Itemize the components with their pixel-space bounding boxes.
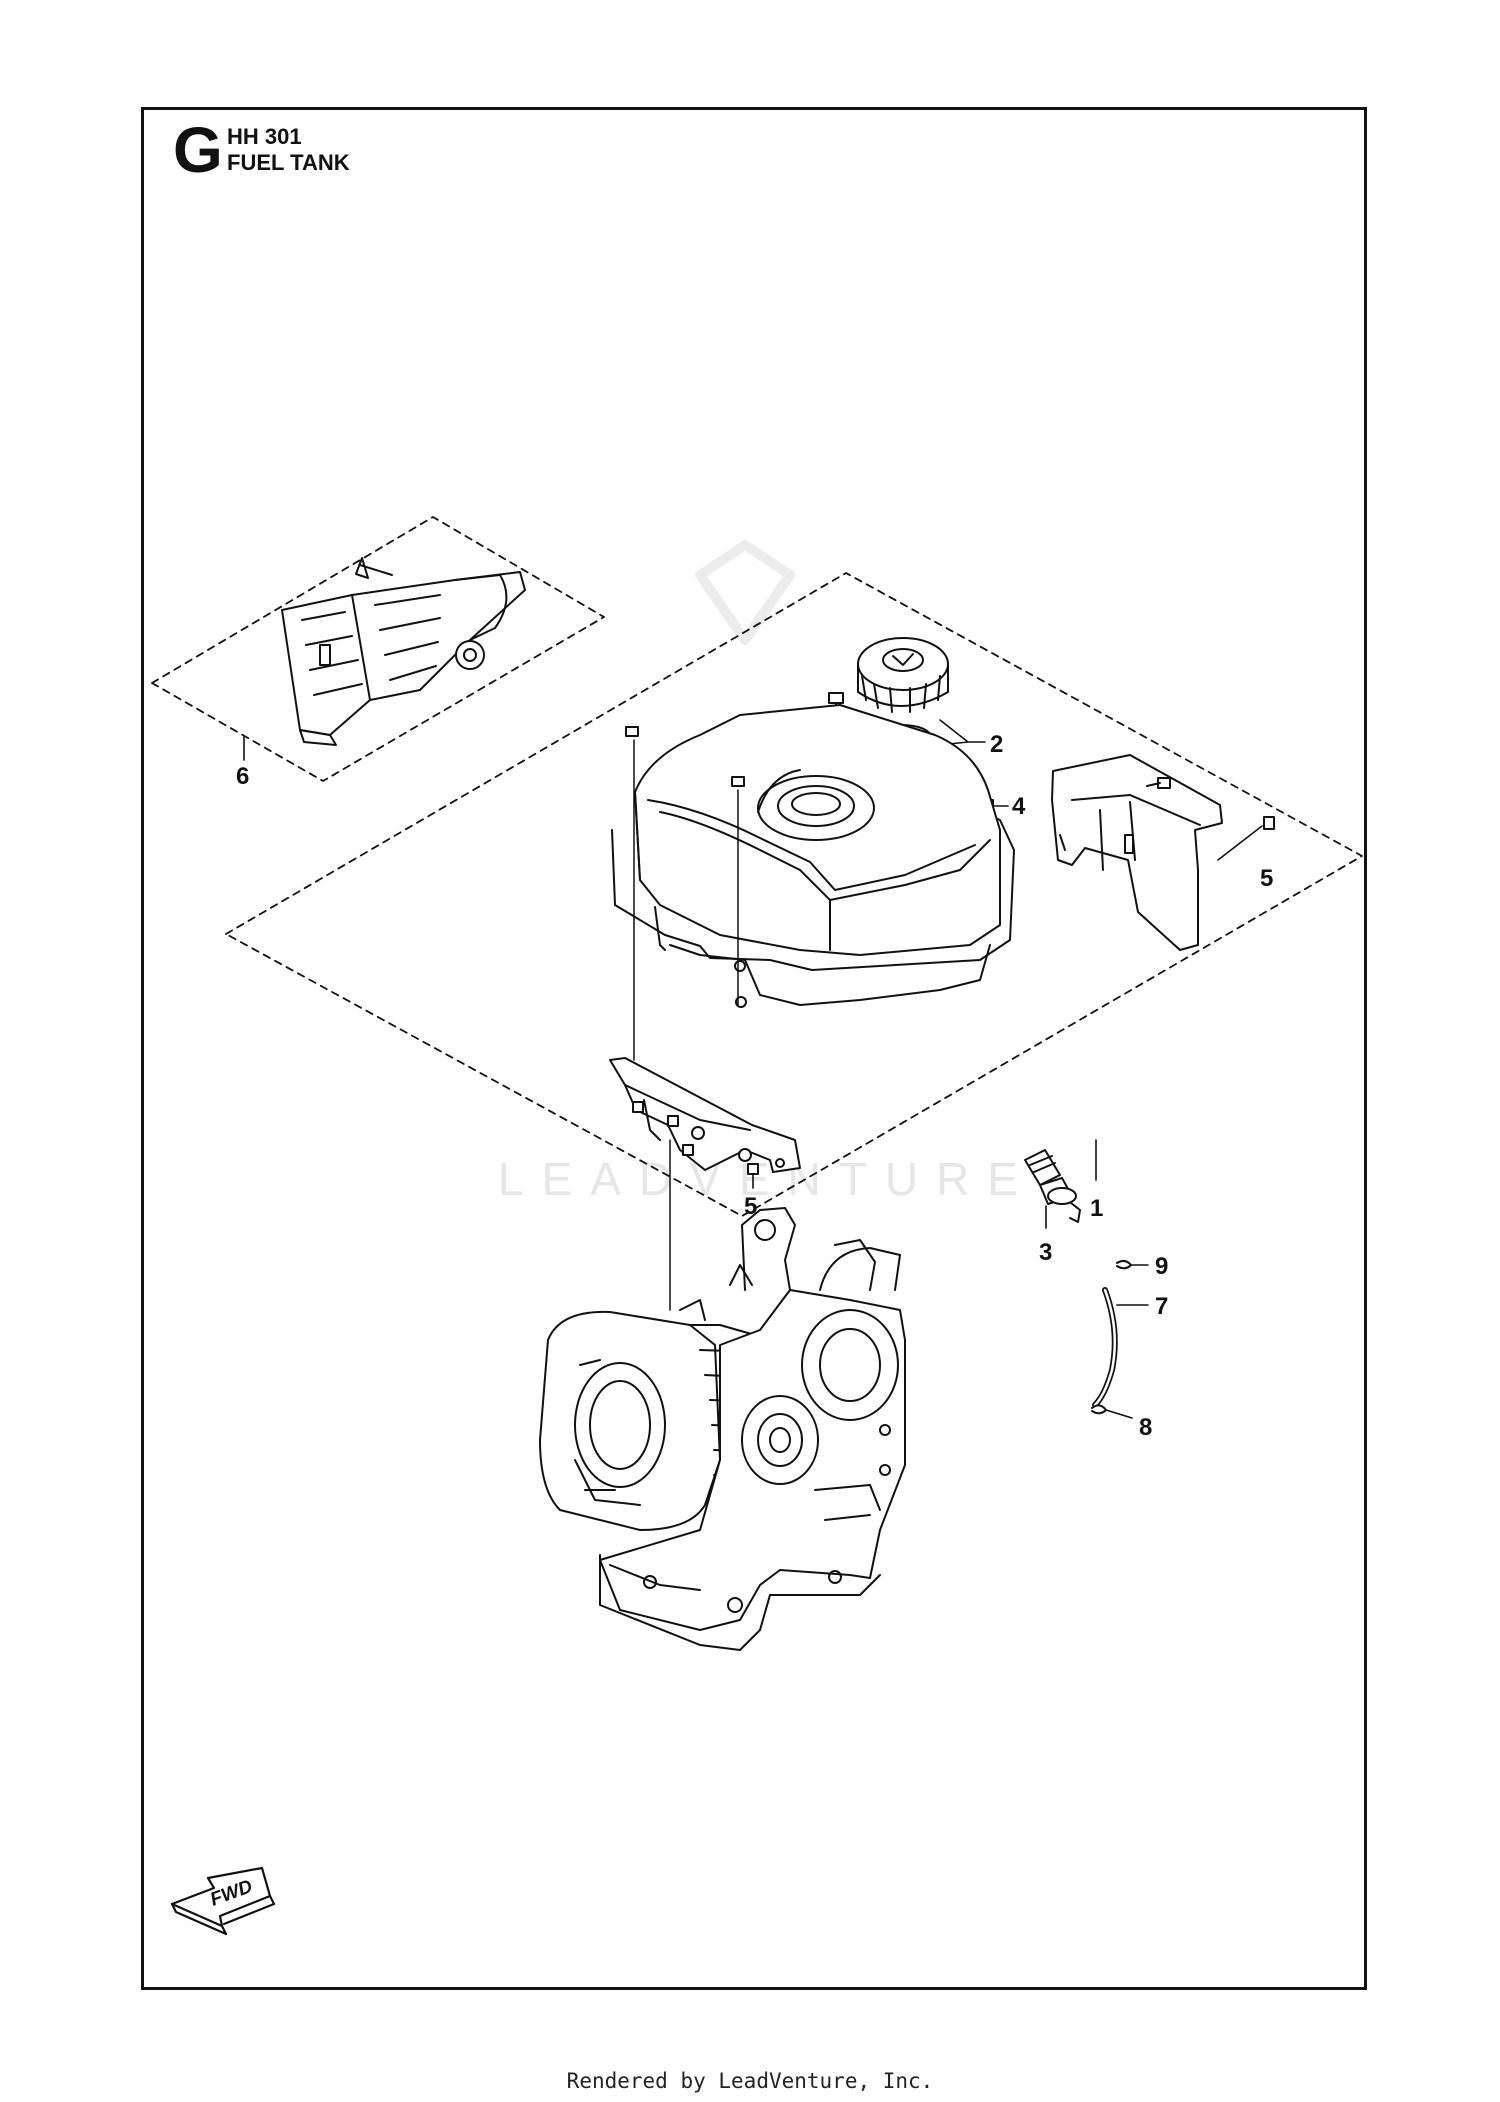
leader-8 [1105,1409,1133,1419]
tank-mount-bracket-front [609,1057,801,1175]
fwd-arrow-icon: FWD [170,1866,276,1936]
callout-1: 1 [1090,1195,1103,1222]
callout-2: 2 [990,731,1003,758]
tank-mount-bracket-right [1051,754,1275,951]
part-5-bolt [625,726,745,787]
section-letter: G [173,114,223,186]
leader-5-right [1217,825,1263,861]
part-9-clip [1116,1259,1132,1270]
callout-3: 3 [1039,1239,1052,1266]
diagram-frame [141,107,1367,1990]
callout-6: 6 [236,763,249,790]
leadventure-watermark: LEADVENTURE [498,540,1036,1205]
callout-8: 8 [1139,1414,1152,1441]
assembly-lines [633,739,739,1311]
engine-crankcase [539,1207,906,1651]
callout-7: 7 [1155,1293,1168,1320]
callout-9: 9 [1155,1253,1168,1280]
callout-5-right: 5 [1260,865,1273,892]
kit-1-boundary [225,572,1363,1217]
section-title: HH 301 FUEL TANK [227,124,350,176]
part-1-fuel-tank [611,704,1015,1008]
section-name: FUEL TANK [227,150,350,175]
part-8-clip [1091,1404,1107,1415]
part-6-bracket [281,557,526,746]
model-number: HH 301 [227,124,302,149]
part-3-fuel-valve [1024,1149,1081,1223]
callout-5-front: 5 [744,1193,757,1220]
kit-6-boundary [151,516,605,782]
watermark-text: LEADVENTURE [498,1153,1036,1205]
callout-4: 4 [1012,793,1026,820]
part-7-fuel-hose [1092,1287,1118,1408]
footer-credit: Rendered by LeadVenture, Inc. [566,2069,934,2093]
